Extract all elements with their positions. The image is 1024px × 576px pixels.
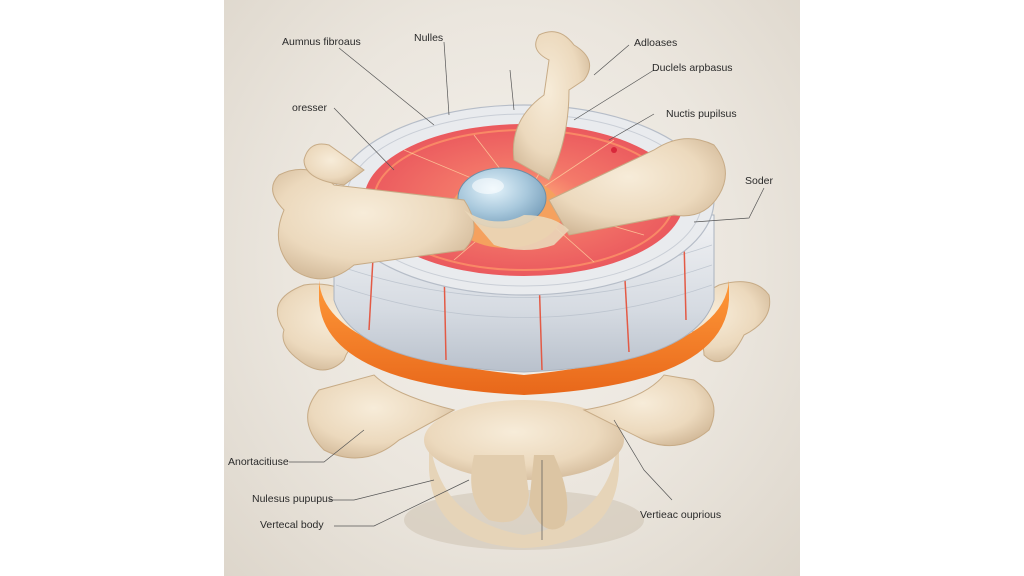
label-vertecal-body: Vertecal body [260,519,324,531]
endplate-band [319,280,729,395]
upper-vertebra-spine [512,31,591,181]
label-nulles: Nulles [414,32,444,44]
label-vertieac-ouprious: Vertieac ouprious [640,509,722,521]
label-duclels-arpbasus: Duclels arpbasus [652,62,733,74]
diagram-panel: Aumnus fibroaus Nulles Adloases Duclels … [224,0,800,576]
upper-vertebra-process-left [272,168,475,280]
label-soder: Soder [745,175,774,187]
label-oresser: oresser [292,102,328,114]
label-nuctis-pupilsus: Nuctis pupilsus [666,108,737,120]
label-anortacitiuse: Anortacitiuse [228,456,289,468]
label-adloases: Adloases [634,37,678,49]
label-nulesus-pupupus: Nulesus pupupus [252,493,334,505]
label-annulus-fibrosus: Aumnus fibroaus [282,36,361,48]
upper-vertebra-process-right [548,138,726,236]
intervertebral-disc-illustration [272,31,771,550]
